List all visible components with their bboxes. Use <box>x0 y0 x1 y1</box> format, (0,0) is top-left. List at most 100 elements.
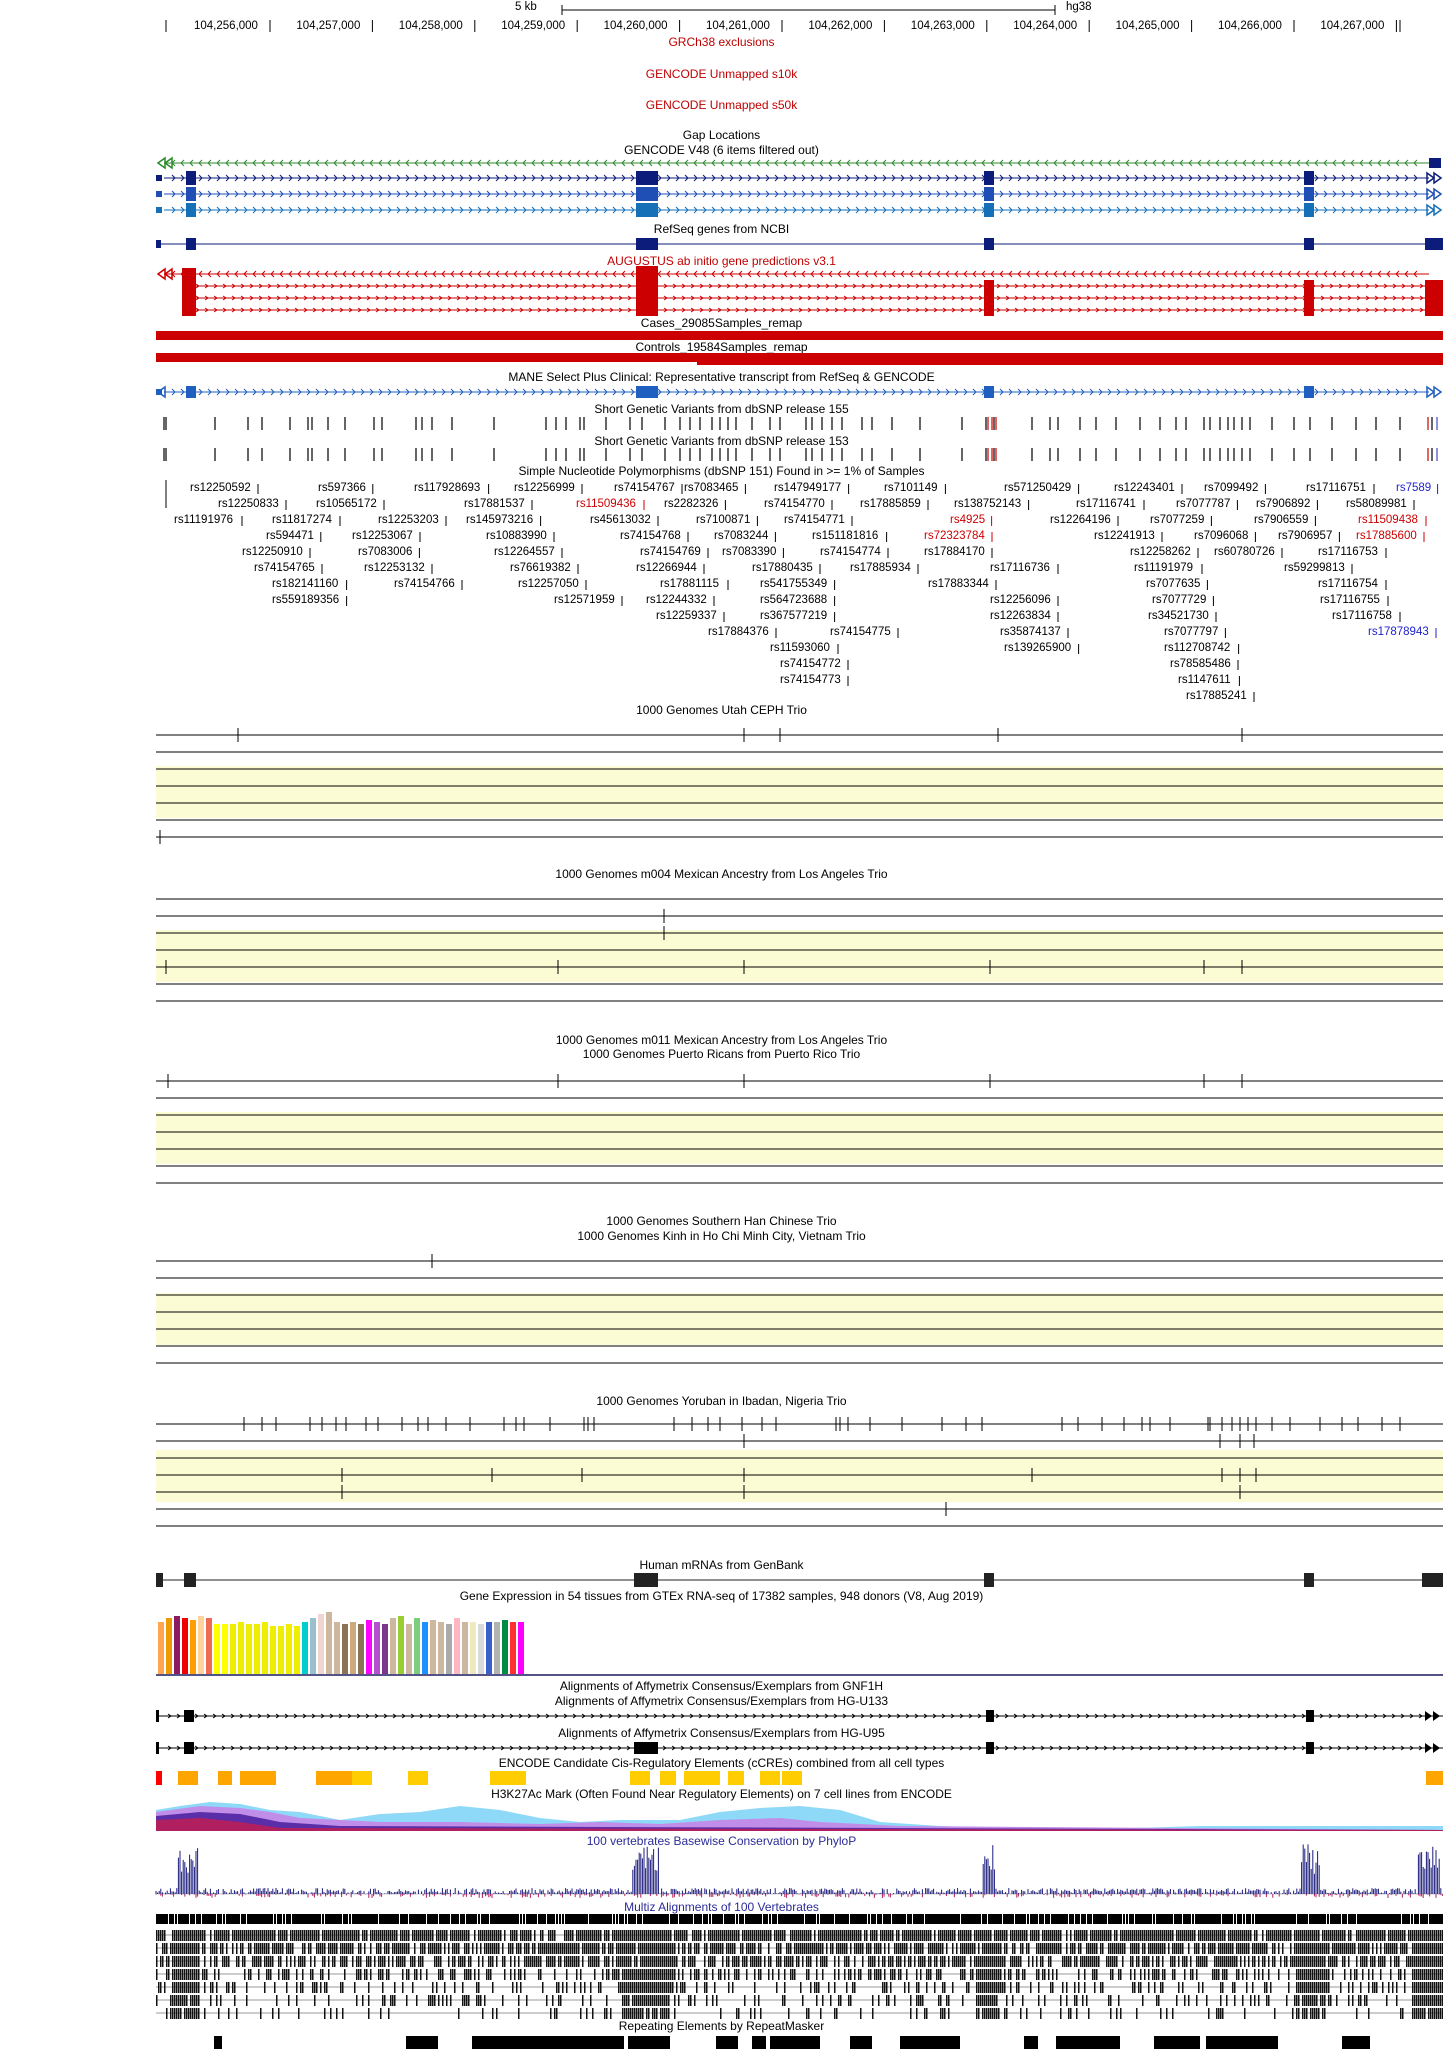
track-label-unmapped-s50k[interactable]: GENCODE Unmapped s50k <box>645 98 798 112</box>
track-label-kg-yri[interactable]: 1000 Genomes Yoruban in Ibadan, Nigeria … <box>596 1394 847 1408</box>
snp-label[interactable]: rs17885934 <box>850 562 911 574</box>
snp-label[interactable]: rs12258262 <box>1130 546 1191 558</box>
snp-label[interactable]: rs17881115 <box>660 578 720 590</box>
track-label-gtex[interactable]: Gene Expression in 54 tissues from GTEx … <box>459 1589 984 1603</box>
snp-label[interactable]: rs2282326 <box>664 498 719 510</box>
snp-label[interactable]: rs74154767 <box>614 482 675 494</box>
snp-label[interactable]: rs10883990 <box>486 530 547 542</box>
snp-label[interactable]: rs4925 <box>950 514 986 526</box>
snp-label[interactable]: rs11509438 <box>1358 514 1418 526</box>
track-label-unmapped-s10k[interactable]: GENCODE Unmapped s10k <box>645 67 798 81</box>
snp-label[interactable]: rs7077259 <box>1150 514 1205 526</box>
snp-label[interactable]: rs74154771 <box>784 514 845 526</box>
snp-label[interactable]: rs7077635 <box>1146 578 1201 590</box>
snp-label[interactable]: rs11509436 <box>576 498 636 510</box>
snp-label[interactable]: rs12253067 <box>352 530 413 542</box>
snp-label[interactable]: rs12241913 <box>1094 530 1155 542</box>
track-label-ccre[interactable]: ENCODE Candidate Cis-Regulatory Elements… <box>498 1756 945 1770</box>
snp-label[interactable]: rs11191979 <box>1134 562 1194 574</box>
track-label-hgu95[interactable]: Alignments of Affymetrix Consensus/Exemp… <box>558 1726 885 1740</box>
snp-label[interactable]: rs564723688 <box>760 594 828 606</box>
snp-label[interactable]: rs7083244 <box>714 530 769 542</box>
snp-label[interactable]: rs17116741 <box>1076 498 1136 510</box>
snp-label[interactable]: rs7906957 <box>1278 530 1333 542</box>
snp-label[interactable]: rs17885600 <box>1356 530 1417 542</box>
snp-label[interactable]: rs17116758 <box>1332 610 1392 622</box>
snp-label[interactable]: rs7077787 <box>1176 498 1231 510</box>
snp-label[interactable]: rs17116751 <box>1306 482 1366 494</box>
snp-label[interactable]: rs12259337 <box>656 610 717 622</box>
snp-label[interactable]: rs12264557 <box>494 546 555 558</box>
snp-label[interactable]: rs7083006 <box>358 546 413 558</box>
snp-label[interactable]: rs74154765 <box>254 562 315 574</box>
snp-label[interactable]: rs12257050 <box>518 578 579 590</box>
track-label-dbsnp155[interactable]: Short Genetic Variants from dbSNP releas… <box>594 402 849 416</box>
snp-label[interactable]: rs138752143 <box>954 498 1022 510</box>
track-label-kg-m004[interactable]: 1000 Genomes m004 Mexican Ancestry from … <box>555 867 888 881</box>
snp-label[interactable]: rs7101149 <box>884 482 938 494</box>
track-label-augustus[interactable]: AUGUSTUS ab initio gene predictions v3.1 <box>607 254 836 268</box>
snp-label[interactable]: rs74154773 <box>780 674 841 686</box>
snp-label[interactable]: rs7077729 <box>1152 594 1207 606</box>
snp-label[interactable]: rs7096068 <box>1194 530 1249 542</box>
track-label-grch38-exclusions[interactable]: GRCh38 exclusions <box>668 35 775 49</box>
snp-label[interactable]: rs11191976 <box>174 514 234 526</box>
track-label-mane[interactable]: MANE Select Plus Clinical: Representativ… <box>508 370 935 384</box>
track-label-multiz[interactable]: Multiz Alignments of 100 Vertebrates <box>624 1900 819 1914</box>
track-label-controls[interactable]: Controls_19584Samples_remap <box>635 340 808 354</box>
track-label-repeatmasker[interactable]: Repeating Elements by RepeatMasker <box>618 2019 825 2033</box>
snp-label[interactable]: rs11593060 <box>770 642 830 654</box>
snp-label[interactable]: rs12250833 <box>218 498 279 510</box>
snp-label[interactable]: rs78585486 <box>1170 658 1231 670</box>
snp-label[interactable]: rs34521730 <box>1148 610 1209 622</box>
snp-label[interactable]: rs12266944 <box>636 562 697 574</box>
snp-label[interactable]: rs7083390 <box>722 546 777 558</box>
snp-label[interactable]: rs72323784 <box>924 530 985 542</box>
track-label-gencode[interactable]: GENCODE V48 (6 items filtered out) <box>624 143 819 157</box>
track-label-dbsnp153[interactable]: Short Genetic Variants from dbSNP releas… <box>594 434 849 448</box>
snp-label[interactable]: rs12244332 <box>646 594 707 606</box>
track-label-kg-kinh[interactable]: 1000 Genomes Kinh in Ho Chi Minh City, V… <box>577 1229 866 1243</box>
snp-label[interactable]: rs7906559 <box>1254 514 1309 526</box>
snp-label[interactable]: rs17116753 <box>1318 546 1378 558</box>
snp-label[interactable]: rs367577219 <box>760 610 828 622</box>
snp-label[interactable]: rs17116736 <box>990 562 1050 574</box>
track-label-kg-m011[interactable]: 1000 Genomes m011 Mexican Ancestry from … <box>555 1033 888 1047</box>
snp-label[interactable]: rs60780726 <box>1214 546 1275 558</box>
snp-label[interactable]: rs59299813 <box>1284 562 1345 574</box>
snp-label[interactable]: rs58089981 <box>1346 498 1407 510</box>
snp-label[interactable]: rs17878943 <box>1368 626 1429 638</box>
snp-label[interactable]: rs17885241 <box>1186 690 1247 702</box>
snp-label[interactable]: rs7589 <box>1396 482 1432 494</box>
track-label-kg-pr[interactable]: 1000 Genomes Puerto Ricans from Puerto R… <box>582 1047 861 1061</box>
snp-label[interactable]: rs12263834 <box>990 610 1051 622</box>
snp-label[interactable]: rs559189356 <box>272 594 340 606</box>
snp-label[interactable]: rs117928693 <box>414 482 481 494</box>
snp-label[interactable]: rs17880435 <box>752 562 813 574</box>
track-label-refseq[interactable]: RefSeq genes from NCBI <box>653 222 790 236</box>
track-label-gap-locations[interactable]: Gap Locations <box>682 128 761 142</box>
snp-label[interactable]: rs17881537 <box>464 498 525 510</box>
snp-label[interactable]: rs151181816 <box>812 530 879 542</box>
snp-label[interactable]: rs571250429 <box>1004 482 1072 494</box>
snp-label[interactable]: rs139265900 <box>1004 642 1072 654</box>
snp-label[interactable]: rs12243401 <box>1114 482 1175 494</box>
snp-label[interactable]: rs17883344 <box>928 578 989 590</box>
snp-label[interactable]: rs17116755 <box>1320 594 1380 606</box>
snp-label[interactable]: rs7100871 <box>696 514 751 526</box>
track-label-gnf1h[interactable]: Alignments of Affymetrix Consensus/Exemp… <box>559 1679 884 1693</box>
track-label-cases[interactable]: Cases_29085Samples_remap <box>640 316 803 330</box>
snp-label[interactable]: rs11817274 <box>272 514 332 526</box>
snp-label[interactable]: rs12250592 <box>190 482 251 494</box>
snp-label[interactable]: rs145973216 <box>466 514 534 526</box>
snp-label[interactable]: rs1147611 <box>1178 674 1231 686</box>
snp-label[interactable]: rs182141160 <box>272 578 339 590</box>
snp-label[interactable]: rs35874137 <box>1000 626 1061 638</box>
track-label-mrna[interactable]: Human mRNAs from GenBank <box>639 1558 804 1572</box>
snp-label[interactable]: rs541755349 <box>760 578 828 590</box>
snp-label[interactable]: rs74154772 <box>780 658 841 670</box>
snp-label[interactable]: rs12256999 <box>514 482 575 494</box>
snp-label[interactable]: rs7099492 <box>1204 482 1259 494</box>
track-label-kg-ceph[interactable]: 1000 Genomes Utah CEPH Trio <box>636 703 807 717</box>
